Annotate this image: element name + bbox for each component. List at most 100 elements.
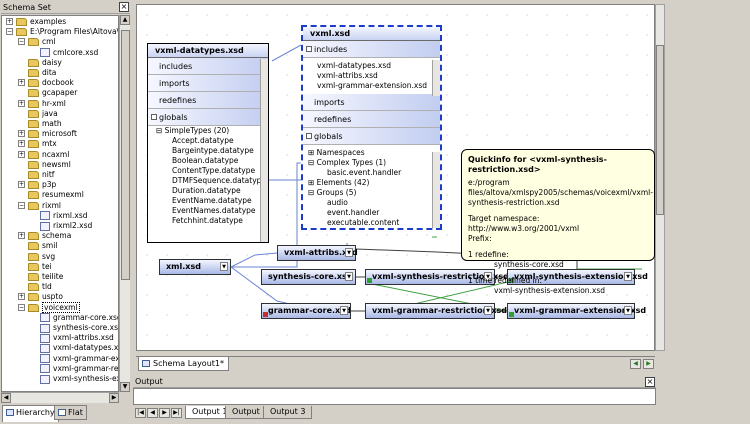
tree-folder[interactable]: tei <box>28 262 52 272</box>
tree-folder[interactable]: svg <box>28 252 55 262</box>
tree-vertical-scrollbar[interactable]: ▲ ▼ <box>119 15 130 392</box>
node-vxml-grammar-extension[interactable]: vxml-grammar-extension.xsd▼ <box>507 303 646 319</box>
tree-folder[interactable]: +ncaxml <box>18 150 69 160</box>
tab-flat[interactable]: Flat <box>54 405 87 420</box>
simpletype-item[interactable]: Accept.datatype <box>172 136 234 145</box>
tree-file[interactable]: cmlcore.xsd <box>40 48 98 58</box>
tree-folder[interactable]: +hr-xml <box>18 99 66 109</box>
tree-folder[interactable]: nitf <box>28 170 54 180</box>
tree-folder[interactable]: java <box>28 109 58 119</box>
schema-tree[interactable]: +examples−E:\Program Files\Altova\XMLS−c… <box>1 15 119 392</box>
expand-icon[interactable]: + <box>18 150 25 158</box>
expand-icon[interactable]: ⊞ <box>308 178 317 187</box>
scroll-left-icon[interactable]: ◀ <box>1 393 11 403</box>
expand-icon[interactable]: + <box>18 99 25 107</box>
tree-file[interactable]: vxml-synthesis-exten <box>40 374 118 384</box>
expand-icon[interactable]: + <box>6 18 13 25</box>
tree-folder[interactable]: tld <box>28 282 52 292</box>
dropdown-icon[interactable]: ▼ <box>624 306 632 315</box>
global-group[interactable]: ⊞ Namespaces <box>303 148 440 158</box>
collapse-icon[interactable]: ⊟ <box>308 158 317 167</box>
tree-folder[interactable]: +mtx <box>18 139 57 149</box>
simpletype-item[interactable]: EventNames.datatype <box>172 206 256 215</box>
tree-folder[interactable]: −cml <box>18 37 56 47</box>
section-redefines[interactable]: redefines <box>148 92 268 109</box>
section-globals[interactable]: globals <box>303 128 440 145</box>
section-globals[interactable]: globals <box>148 109 268 126</box>
collapse-icon[interactable] <box>151 114 157 120</box>
scroll-down-icon[interactable]: ▼ <box>120 382 130 392</box>
collapse-icon[interactable]: − <box>18 303 25 311</box>
collapse-icon[interactable]: ⊟ <box>308 188 317 197</box>
global-group[interactable]: ⊞ Elements (42) <box>303 178 440 188</box>
dropdown-icon[interactable]: ▼ <box>484 306 492 315</box>
tree-folder[interactable]: +microsoft <box>18 129 77 139</box>
tree-file[interactable]: vxml-grammar-exten <box>40 354 118 364</box>
include-item[interactable]: vxml-datatypes.xsd <box>317 61 392 70</box>
simpletype-item[interactable]: EventName.datatype <box>172 196 252 205</box>
globals-scrollbar[interactable] <box>432 152 440 228</box>
simpletype-item[interactable]: ContentType.datatype <box>172 166 256 175</box>
simpletype-item[interactable]: Boolean.datatype <box>172 156 239 165</box>
next-layout-icon[interactable]: ▶ <box>643 359 654 369</box>
tree-folder[interactable]: +examples <box>6 17 66 27</box>
dropdown-icon[interactable]: ▼ <box>484 272 492 281</box>
includes-scrollbar[interactable] <box>432 60 440 96</box>
tree-folder[interactable]: resumexml <box>28 190 84 200</box>
dropdown-icon[interactable]: ▼ <box>345 248 353 257</box>
simpletype-item[interactable]: Bargeintype.datatype <box>172 146 254 155</box>
tree-folder[interactable]: +p3p <box>18 180 56 190</box>
dropdown-icon[interactable]: ▼ <box>345 272 353 281</box>
dropdown-icon[interactable]: ▼ <box>340 306 348 315</box>
include-item[interactable]: vxml-attribs.xsd <box>317 71 378 80</box>
next-tab-icon[interactable]: ▶ <box>159 408 170 418</box>
vxml-datatypes-box[interactable]: vxml-datatypes.xsd includes imports rede… <box>147 43 269 243</box>
tree-folder[interactable]: −rixml <box>18 201 61 211</box>
scroll-thumb[interactable] <box>656 45 664 215</box>
dropdown-icon[interactable]: ▼ <box>624 272 632 281</box>
tree-folder[interactable]: dita <box>28 68 56 78</box>
scroll-right-icon[interactable]: ▶ <box>109 393 119 403</box>
node-vxml-synthesis-restriction[interactable]: vxml-synthesis-restriction.xsd▼ <box>365 269 509 285</box>
expand-icon[interactable]: + <box>18 130 25 138</box>
include-item[interactable]: vxml-grammar-extension.xsd <box>317 81 427 90</box>
global-item[interactable]: audio <box>303 198 440 208</box>
expand-icon[interactable]: + <box>18 232 25 240</box>
collapse-icon[interactable]: − <box>18 201 25 209</box>
node-synthesis-core[interactable]: synthesis-core.xsd▼ <box>261 269 356 285</box>
section-includes[interactable]: includes <box>303 41 440 58</box>
node-vxml-attribs[interactable]: vxml-attribs.xsd▼ <box>277 245 358 261</box>
global-item[interactable]: executable.content <box>303 218 440 228</box>
section-imports[interactable]: imports <box>303 94 440 111</box>
tree-file[interactable]: vxml-grammar-restric <box>40 364 118 374</box>
datatypes-scrollbar[interactable] <box>260 59 268 242</box>
tree-folder[interactable]: +uspto <box>18 292 63 302</box>
close-icon[interactable]: × <box>119 2 129 12</box>
node-grammar-core[interactable]: grammar-core.xsd▼ <box>261 303 351 319</box>
scroll-up-icon[interactable]: ▲ <box>120 15 130 25</box>
tree-folder[interactable]: teilite <box>28 272 63 282</box>
first-tab-icon[interactable]: |◀ <box>135 408 146 418</box>
section-includes[interactable]: includes <box>148 58 268 75</box>
simpletype-item[interactable]: Duration.datatype <box>172 186 241 195</box>
output-panel[interactable] <box>133 388 656 405</box>
collapse-icon[interactable]: − <box>18 38 25 46</box>
simpletype-item[interactable]: DTMFSequence.datatype <box>172 176 267 185</box>
tree-file[interactable]: vxml-attribs.xsd <box>40 333 114 343</box>
tab-output-3[interactable]: Output 3 <box>263 406 313 419</box>
schema-diagram-canvas[interactable]: vxml-datatypes.xsd includes imports rede… <box>136 4 655 351</box>
tree-file[interactable]: vxml-datatypes.xsd <box>40 343 118 353</box>
global-group[interactable]: ⊟ Complex Types (1) <box>303 158 440 168</box>
tree-file[interactable]: rixml2.xsd <box>40 221 92 231</box>
prev-tab-icon[interactable]: ◀ <box>147 408 158 418</box>
expand-icon[interactable]: + <box>18 140 25 148</box>
section-redefines[interactable]: redefines <box>303 111 440 128</box>
tree-horizontal-scrollbar[interactable]: ◀ ▶ <box>1 392 119 403</box>
diagram-vertical-scrollbar[interactable] <box>655 4 665 351</box>
last-tab-icon[interactable]: ▶| <box>171 408 182 418</box>
tree-file[interactable]: grammar-core.xsd <box>40 313 118 323</box>
global-item[interactable]: basic.event.handler <box>303 168 440 178</box>
simpletype-item[interactable]: Fetchhint.datatype <box>172 216 243 225</box>
tree-file[interactable]: synthesis-core.xsd <box>40 323 118 333</box>
